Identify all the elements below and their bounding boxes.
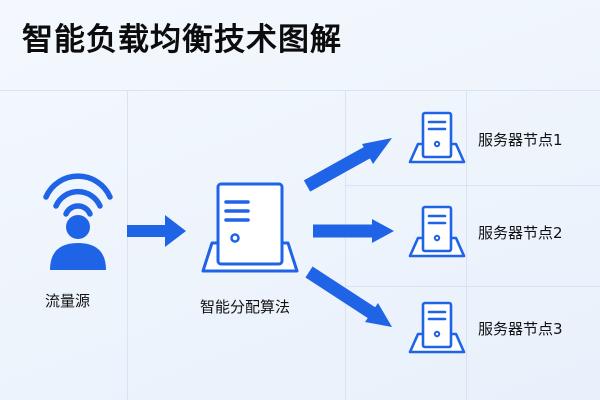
server-node-3-label: 服务器节点3 bbox=[478, 320, 563, 338]
traffic-source-icon bbox=[43, 173, 113, 270]
grid-line bbox=[0, 90, 600, 91]
server-node-2-icon bbox=[408, 205, 466, 258]
page-title: 智能负载均衡技术图解 bbox=[22, 22, 342, 58]
arrow-to-balancer bbox=[127, 215, 186, 247]
arrow-to-node-3 bbox=[305, 266, 392, 327]
traffic-source-label: 流量源 bbox=[45, 292, 91, 310]
grid-line bbox=[345, 185, 600, 186]
arrow-to-node-1 bbox=[303, 138, 392, 192]
load-balancer-server-icon bbox=[201, 182, 299, 273]
server-node-2-label: 服务器节点2 bbox=[478, 224, 563, 242]
grid-line bbox=[466, 90, 467, 400]
grid-line bbox=[127, 90, 128, 400]
grid-line bbox=[345, 90, 346, 400]
grid-line bbox=[345, 286, 600, 287]
algorithm-label: 智能分配算法 bbox=[200, 298, 291, 316]
arrow-to-node-2 bbox=[313, 219, 394, 243]
server-node-1-label: 服务器节点1 bbox=[478, 131, 563, 149]
server-node-1-icon bbox=[408, 111, 466, 164]
server-node-3-icon bbox=[408, 301, 466, 354]
